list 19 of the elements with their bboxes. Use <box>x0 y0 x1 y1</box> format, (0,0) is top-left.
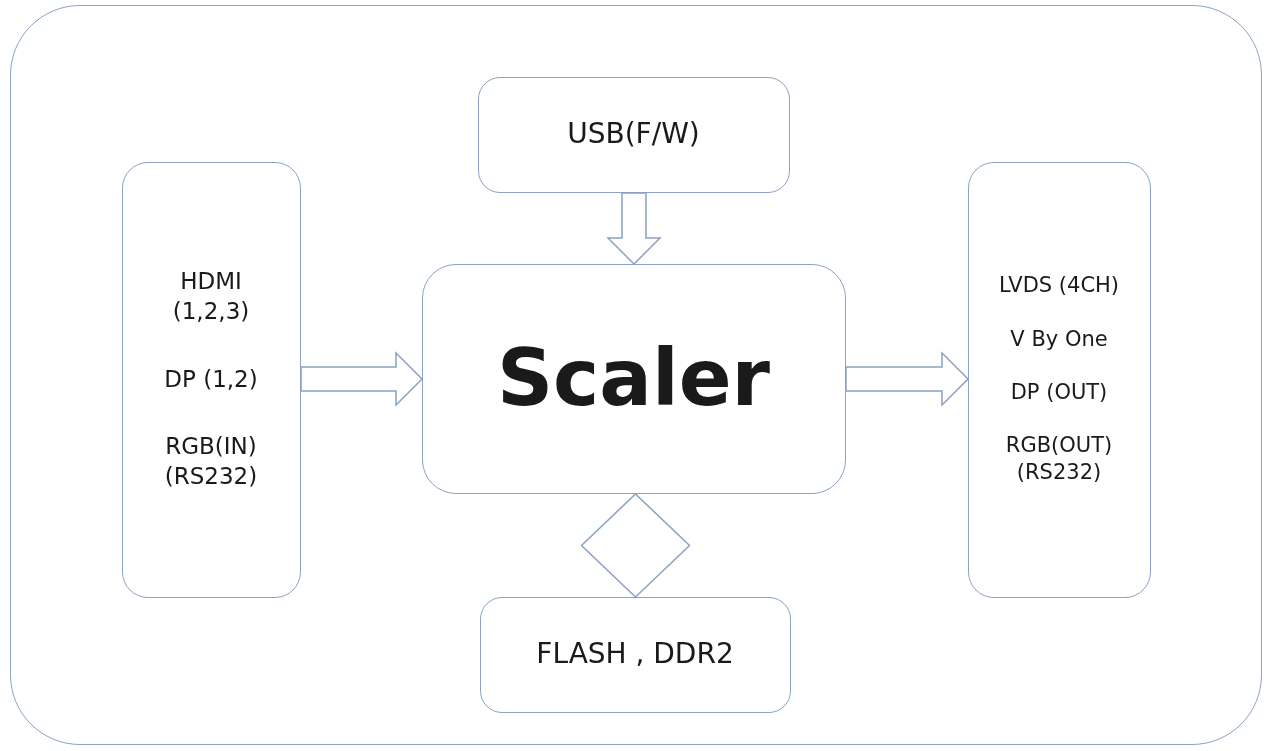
block-arrow <box>606 192 662 266</box>
node-label: HDMI (1,2,3) <box>171 266 251 326</box>
process-box <box>479 596 791 713</box>
block-arrow <box>845 351 970 407</box>
node-label: USB(F/W) <box>567 116 700 153</box>
block-arrow <box>580 492 691 599</box>
node-label: RGB(OUT) (RS232) <box>1004 432 1114 487</box>
node-label: RGB(IN) (RS232) <box>163 432 259 492</box>
title-text: Scaler <box>496 331 771 425</box>
node-label: FLASH , DDR2 <box>536 636 734 673</box>
node-label: LVDS (4CH) <box>998 272 1120 300</box>
process-box <box>477 76 790 193</box>
node-label: V By One <box>1010 325 1108 353</box>
node-label: DP (OUT) <box>1010 378 1108 406</box>
input-box <box>121 161 301 598</box>
node-label: DP (1,2) <box>164 364 258 394</box>
process-box <box>421 263 846 494</box>
block-arrow <box>300 351 424 407</box>
output-box <box>967 161 1151 598</box>
